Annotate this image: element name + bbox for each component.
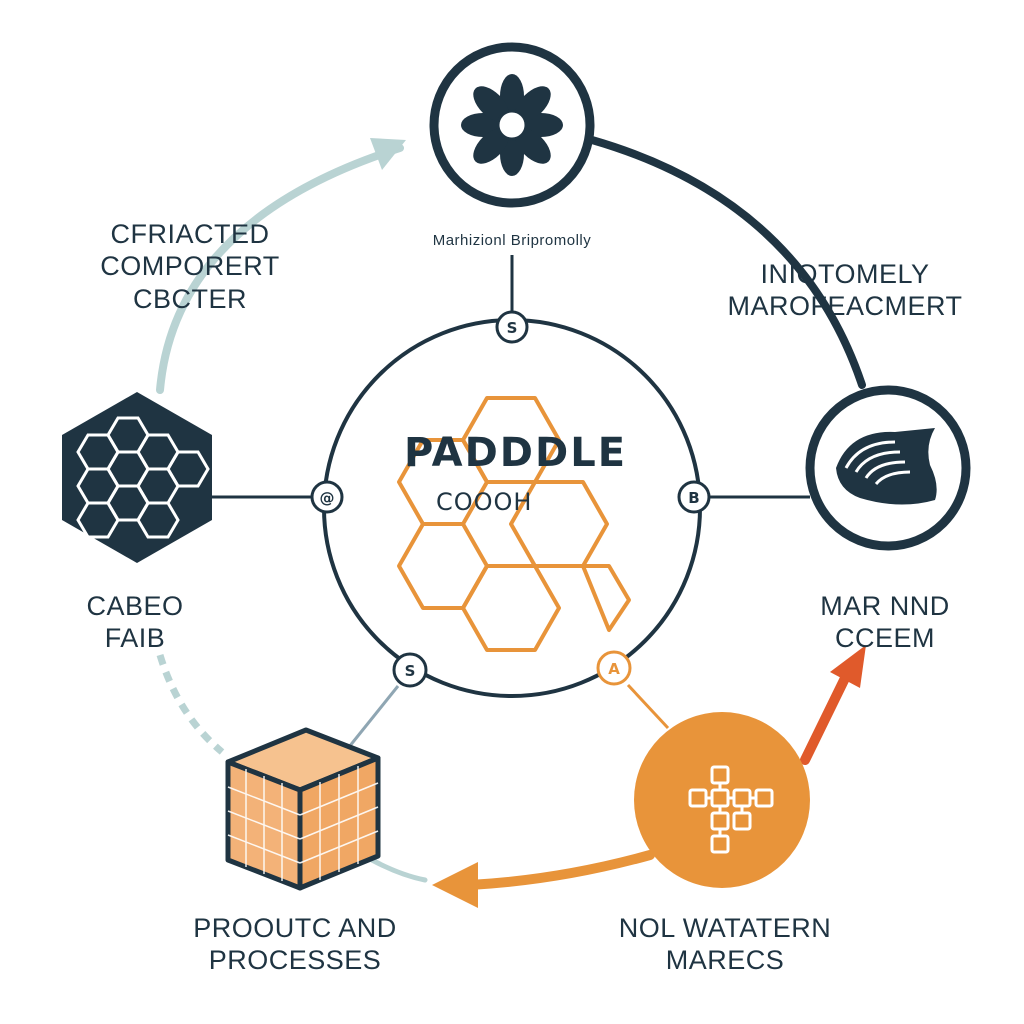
hexagon-honeycomb-icon	[62, 392, 212, 563]
network-nodes-icon	[634, 712, 810, 888]
center-title: PADDDLE	[404, 430, 628, 476]
top-right-label: INIOTOMELY MAROFEACMERT	[727, 259, 963, 322]
badge-left	[310, 480, 344, 514]
cycle-arc-bottom-teal	[369, 857, 428, 883]
badge-right-text: B	[688, 489, 699, 507]
badge-left-text: @	[320, 489, 335, 507]
badge-bottom-left	[392, 652, 428, 688]
cycle-arc-right-red	[800, 667, 853, 765]
connector-bottom-right	[626, 683, 670, 730]
connector-bottom-left	[343, 685, 400, 753]
badge-bottom-right-text: A	[608, 660, 620, 678]
bottom-right-node-label: NOL WATATERN MARECS	[618, 913, 832, 976]
flower-gear-icon	[429, 42, 595, 208]
right-node-label: MAR NND CCEEM	[820, 591, 950, 654]
cycle-arc-bottom	[465, 850, 655, 890]
top-node-caption: Marhizionl Bripromolly	[432, 232, 592, 249]
center-honeycomb-icon	[397, 396, 631, 652]
grid-cube-icon	[225, 727, 381, 891]
top-left-label: CFRIACTED COMPORERT CBCTER	[100, 219, 280, 314]
wave-shell-icon	[805, 385, 971, 551]
cycle-arrowhead-bottom	[432, 862, 478, 908]
badge-bottom-right	[596, 650, 632, 686]
bottom-left-node-label: PROOUTC AND PROCESSES	[193, 913, 397, 976]
cycle-arc-top-left	[156, 144, 404, 394]
badge-bottom-left-text: S	[405, 662, 416, 680]
center-subtitle: COOOH	[436, 488, 533, 516]
left-node-label: CABEO FAIB	[86, 591, 184, 654]
cycle-arc-left-dashed	[156, 653, 225, 755]
cycle-arrowhead-right	[830, 645, 866, 688]
cycle-arc-top-right	[588, 136, 866, 389]
badge-right	[677, 480, 711, 514]
badge-top	[495, 310, 529, 344]
badge-top-text: S	[507, 319, 518, 337]
cycle-arrowhead-top-left	[370, 138, 406, 170]
